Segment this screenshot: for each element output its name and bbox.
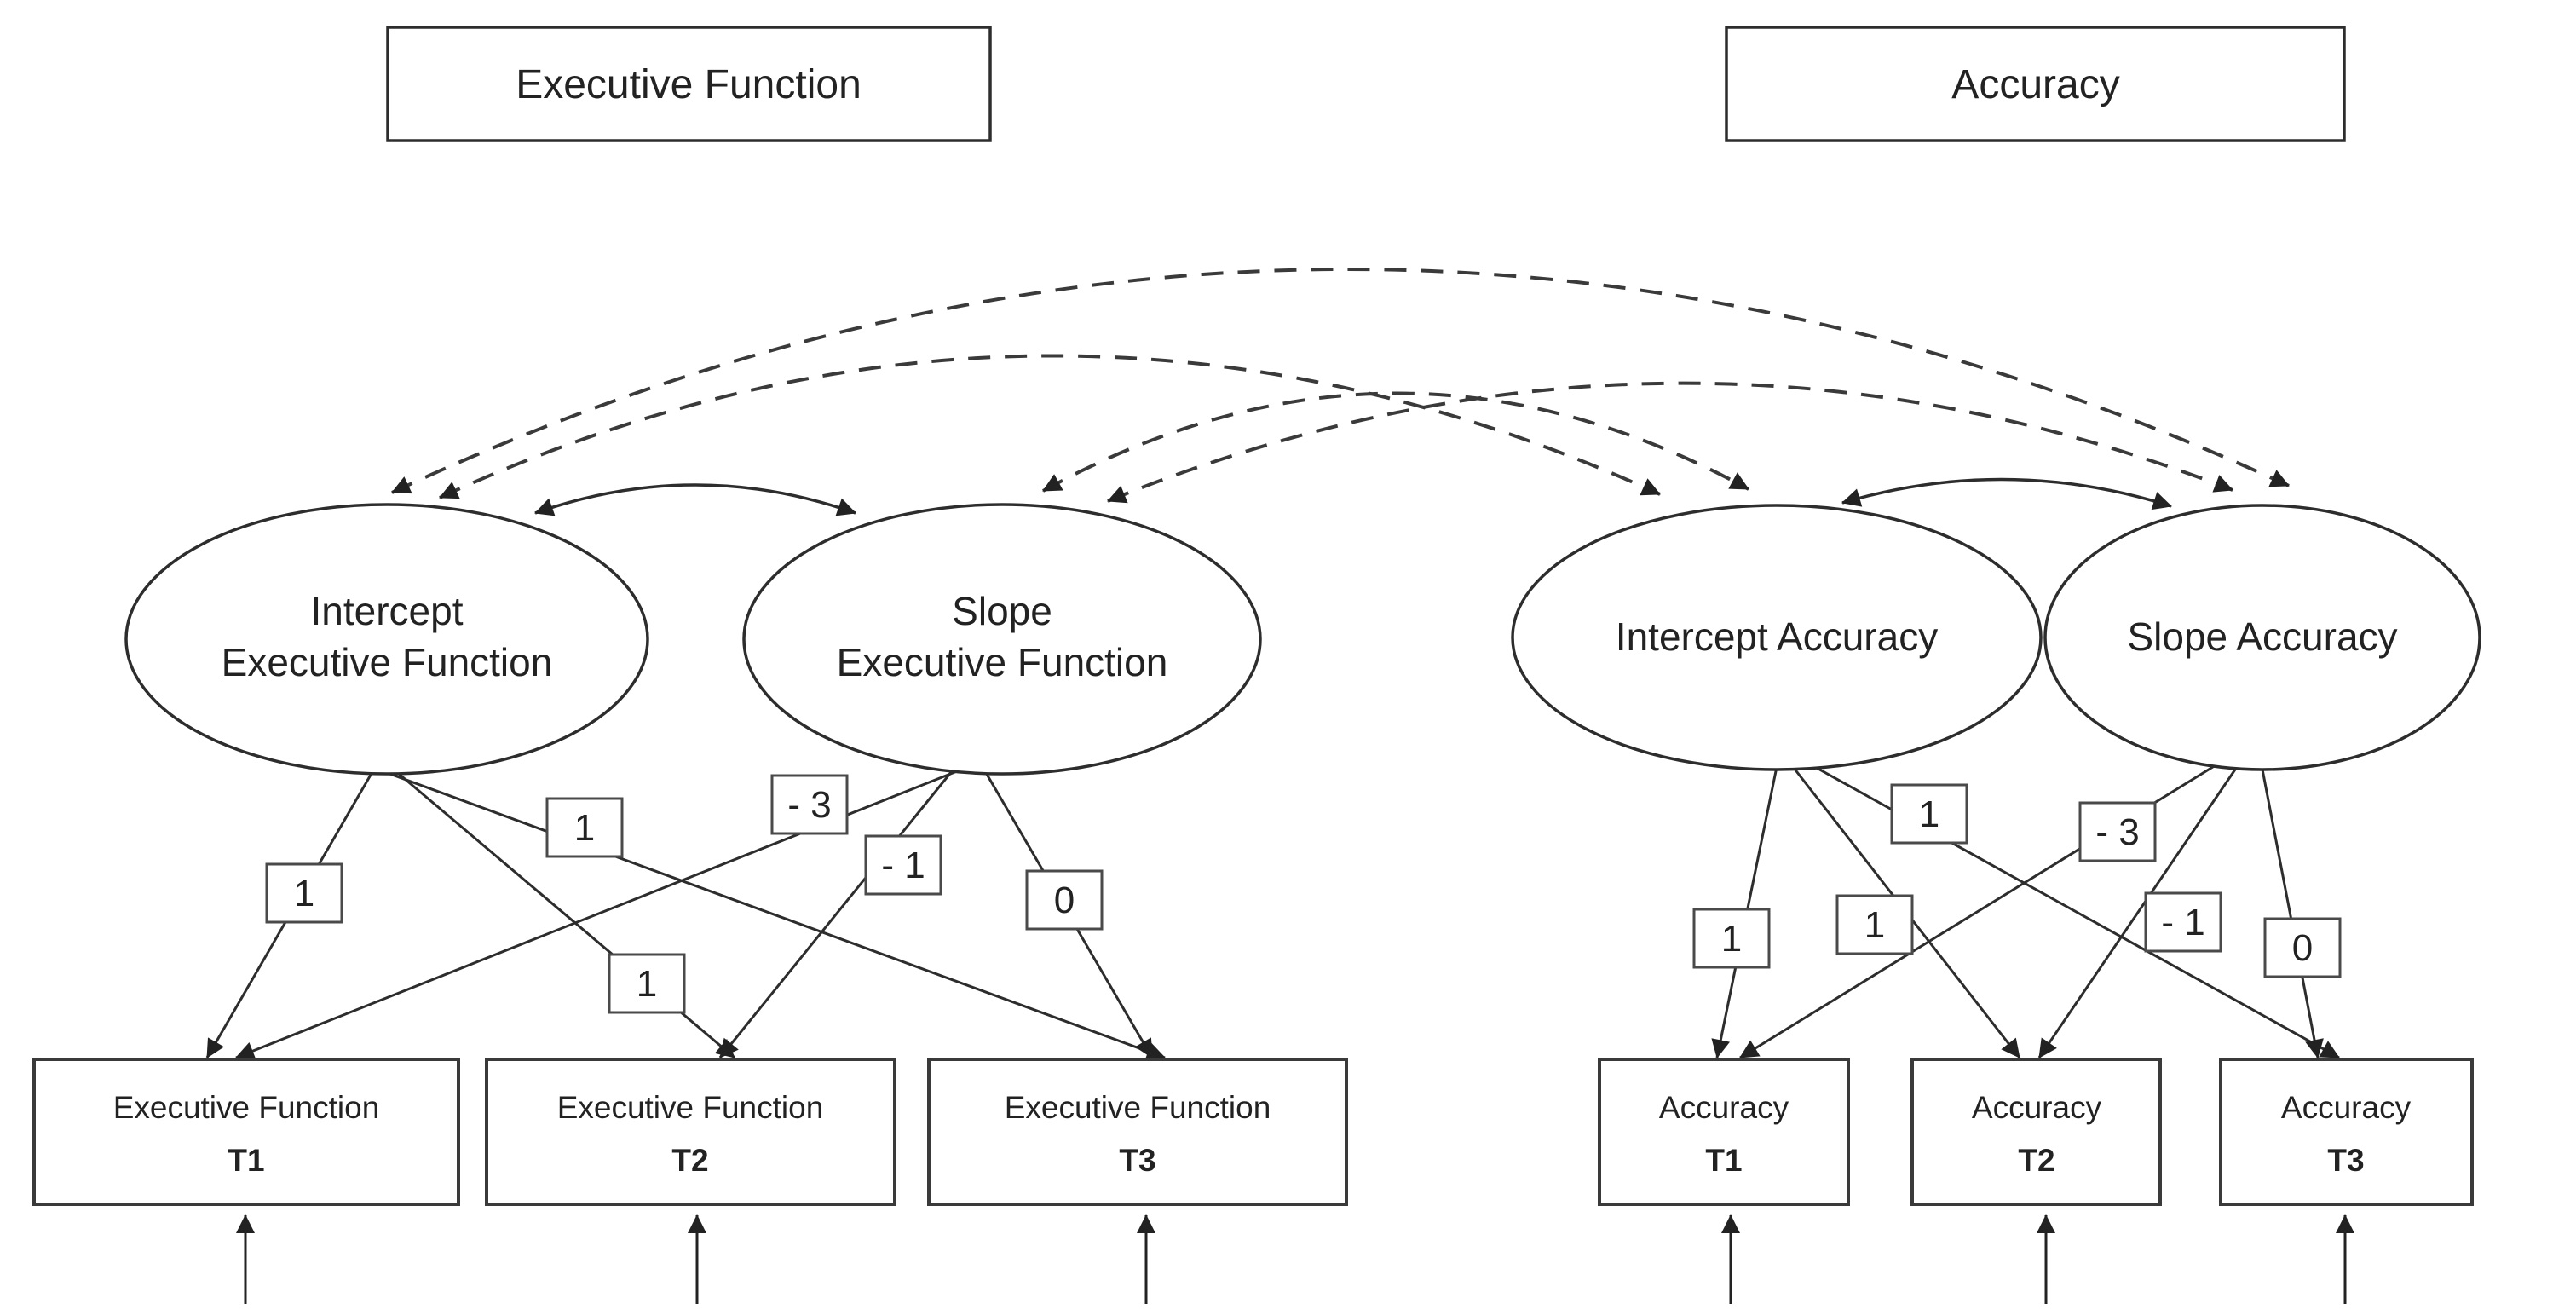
loading-intercept-ef-t2: 1 (608, 953, 686, 1014)
loading-value: 1 (1919, 793, 1939, 835)
observed-ef-t1: Executive Function T1 (32, 1058, 460, 1206)
path-slope-acc-to-acc-t2 (2037, 766, 2239, 1058)
observed-label-line2: T3 (1119, 1143, 1155, 1178)
loading-value: - 1 (2161, 902, 2204, 943)
loading-slope-ef-t2: - 1 (864, 834, 942, 896)
observed-box (485, 1058, 896, 1206)
latent-slope-ef: Slope Executive Function (742, 503, 1262, 776)
latent-intercept-acc: Intercept Accuracy (1511, 504, 2043, 771)
observed-acc-t2: Accuracy T2 (1910, 1058, 2162, 1206)
observed-label-line1: Executive Function (557, 1090, 824, 1125)
loading-slope-acc-t3: 0 (2263, 917, 2342, 978)
latent-ellipse (2043, 504, 2481, 771)
loading-value: 0 (2292, 927, 2313, 969)
covariance-slope-ef-intercept-acc (1042, 391, 1749, 493)
latent-label-line1: Intercept Accuracy (1616, 614, 1938, 659)
loading-value: 1 (1721, 918, 1742, 960)
loading-slope-ef-t1: - 3 (770, 774, 849, 835)
loading-box (1835, 894, 1914, 955)
observed-label-line1: Accuracy (1659, 1090, 1789, 1125)
loading-value: 0 (1054, 880, 1075, 921)
loading-slope-ef-t3: 0 (1025, 869, 1104, 931)
title-label-left: Executive Function (516, 62, 862, 107)
observed-label-line1: Executive Function (1005, 1090, 1271, 1125)
section-title-executive-function: Executive Function (386, 26, 992, 142)
loading-slope-acc-t2: - 1 (2144, 891, 2222, 953)
latent-ellipse (1511, 504, 2043, 771)
loading-value: - 3 (2095, 811, 2139, 853)
loading-box (2144, 891, 2222, 953)
loading-intercept-acc-t3: 1 (1890, 783, 1968, 845)
loading-box (265, 862, 343, 924)
latent-ellipse (742, 503, 1262, 776)
loading-intercept-ef-t1: 1 (265, 862, 343, 924)
latent-slope-acc: Slope Accuracy (2043, 504, 2481, 771)
observed-acc-t1: Accuracy T1 (1598, 1058, 1850, 1206)
covariance-intercept-ef-intercept-acc (439, 354, 1661, 499)
observed-label-line2: T1 (228, 1143, 264, 1178)
loading-value: 1 (574, 807, 595, 849)
loading-intercept-ef-t3: 1 (545, 797, 624, 858)
observed-label-line2: T3 (2327, 1143, 2364, 1178)
title-label-right: Accuracy (1951, 62, 2119, 107)
title-box-right (1725, 26, 2346, 142)
loading-box (545, 797, 624, 858)
covariance-intercept-ef-slope-ef (534, 483, 856, 516)
path-slope-ef-to-ef-t2 (718, 770, 954, 1058)
loading-value: - 1 (881, 845, 925, 886)
covariance-intercept-acc-slope-acc (1841, 477, 2172, 510)
latent-label-line1: Slope Accuracy (2127, 614, 2397, 659)
loading-box (864, 834, 942, 896)
path-slope-acc-to-acc-t3 (2261, 769, 2324, 1058)
loading-box (1890, 783, 1968, 845)
observed-ef-t2: Executive Function T2 (485, 1058, 896, 1206)
path-intercept-ef-to-ef-t3 (384, 770, 1166, 1061)
title-box-left (386, 26, 992, 142)
latent-label-line1: Slope (952, 589, 1052, 633)
loading-box (1692, 908, 1771, 969)
observed-label-line2: T2 (671, 1143, 708, 1178)
observed-label-line1: Executive Function (113, 1090, 380, 1125)
loading-value: 1 (294, 873, 314, 914)
loading-value: - 3 (787, 784, 831, 826)
observed-box (927, 1058, 1348, 1206)
loading-box (2263, 917, 2342, 978)
observed-box (1598, 1058, 1850, 1206)
observed-label-line2: T2 (2018, 1143, 2054, 1178)
loading-value: 1 (1864, 904, 1885, 946)
observed-label-line2: T1 (1705, 1143, 1742, 1178)
observed-acc-t3: Accuracy T3 (2219, 1058, 2474, 1206)
observed-label-line1: Accuracy (1972, 1090, 2102, 1125)
loading-value: 1 (637, 963, 657, 1005)
latent-intercept-ef: Intercept Executive Function (124, 503, 649, 776)
covariance-intercept-ef-slope-acc (391, 268, 2290, 494)
loading-box (608, 953, 686, 1014)
observed-box (1910, 1058, 2162, 1206)
latent-label-line1: Intercept (311, 589, 464, 633)
observed-box (32, 1058, 460, 1206)
latent-ellipse (124, 503, 649, 776)
observed-box (2219, 1058, 2474, 1206)
loading-box (1025, 869, 1104, 931)
section-title-accuracy: Accuracy (1725, 26, 2346, 142)
loading-slope-acc-t1: - 3 (2078, 801, 2157, 862)
observed-label-line1: Accuracy (2281, 1090, 2412, 1125)
loading-intercept-acc-t2: 1 (1835, 894, 1914, 955)
latent-label-line2: Executive Function (222, 640, 553, 684)
loading-box (2078, 801, 2157, 862)
observed-ef-t3: Executive Function T3 (927, 1058, 1348, 1206)
loading-intercept-acc-t1: 1 (1692, 908, 1771, 969)
loading-box (770, 774, 849, 835)
latent-label-line2: Executive Function (837, 640, 1168, 684)
